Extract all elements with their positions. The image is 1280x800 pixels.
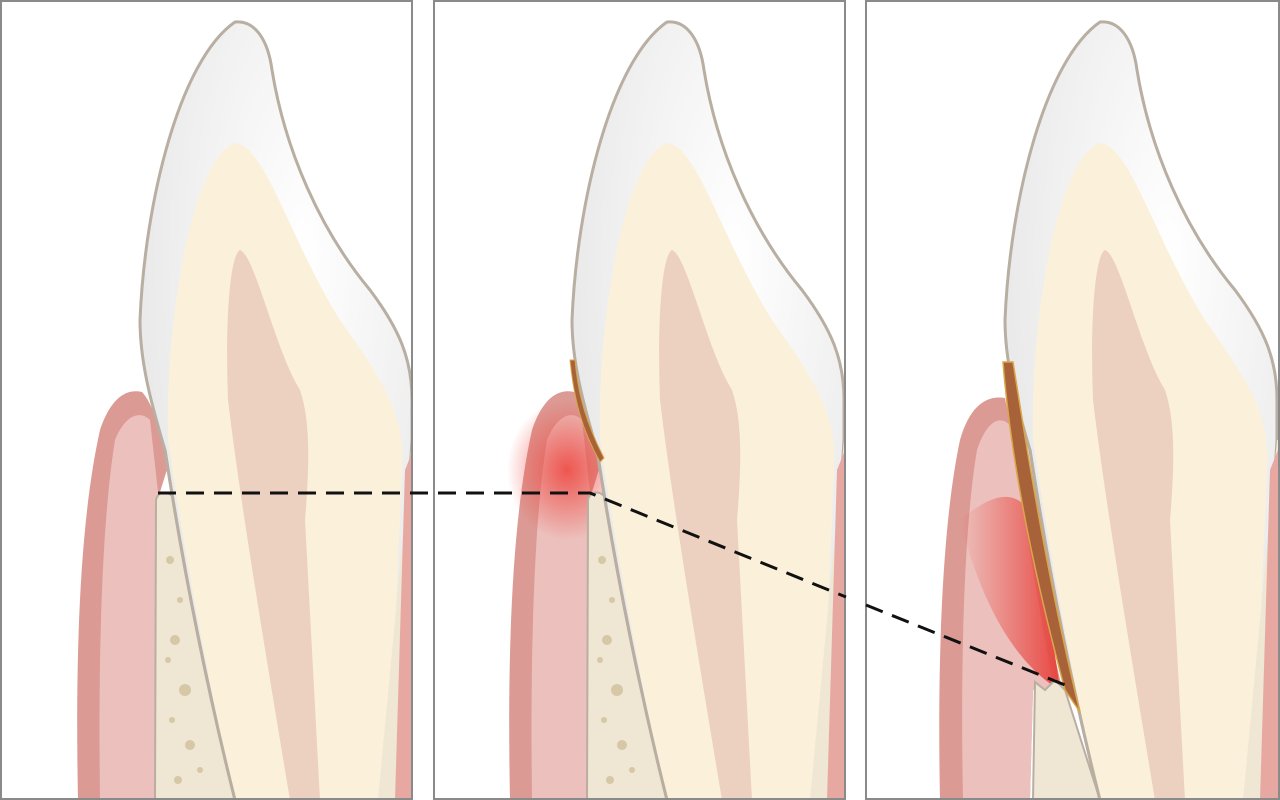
panel-border-2 [433,0,846,800]
panel-border-3 [865,0,1280,800]
panel-border-1 [0,0,413,800]
tartar [1002,361,1081,713]
panel-gingivitis [507,20,845,799]
attachment-level-line [158,491,847,599]
panel-periodontitis [939,20,1279,799]
panel-healthy [77,20,412,799]
tartar [569,359,605,463]
attachment-level-line-3 [865,603,1066,687]
